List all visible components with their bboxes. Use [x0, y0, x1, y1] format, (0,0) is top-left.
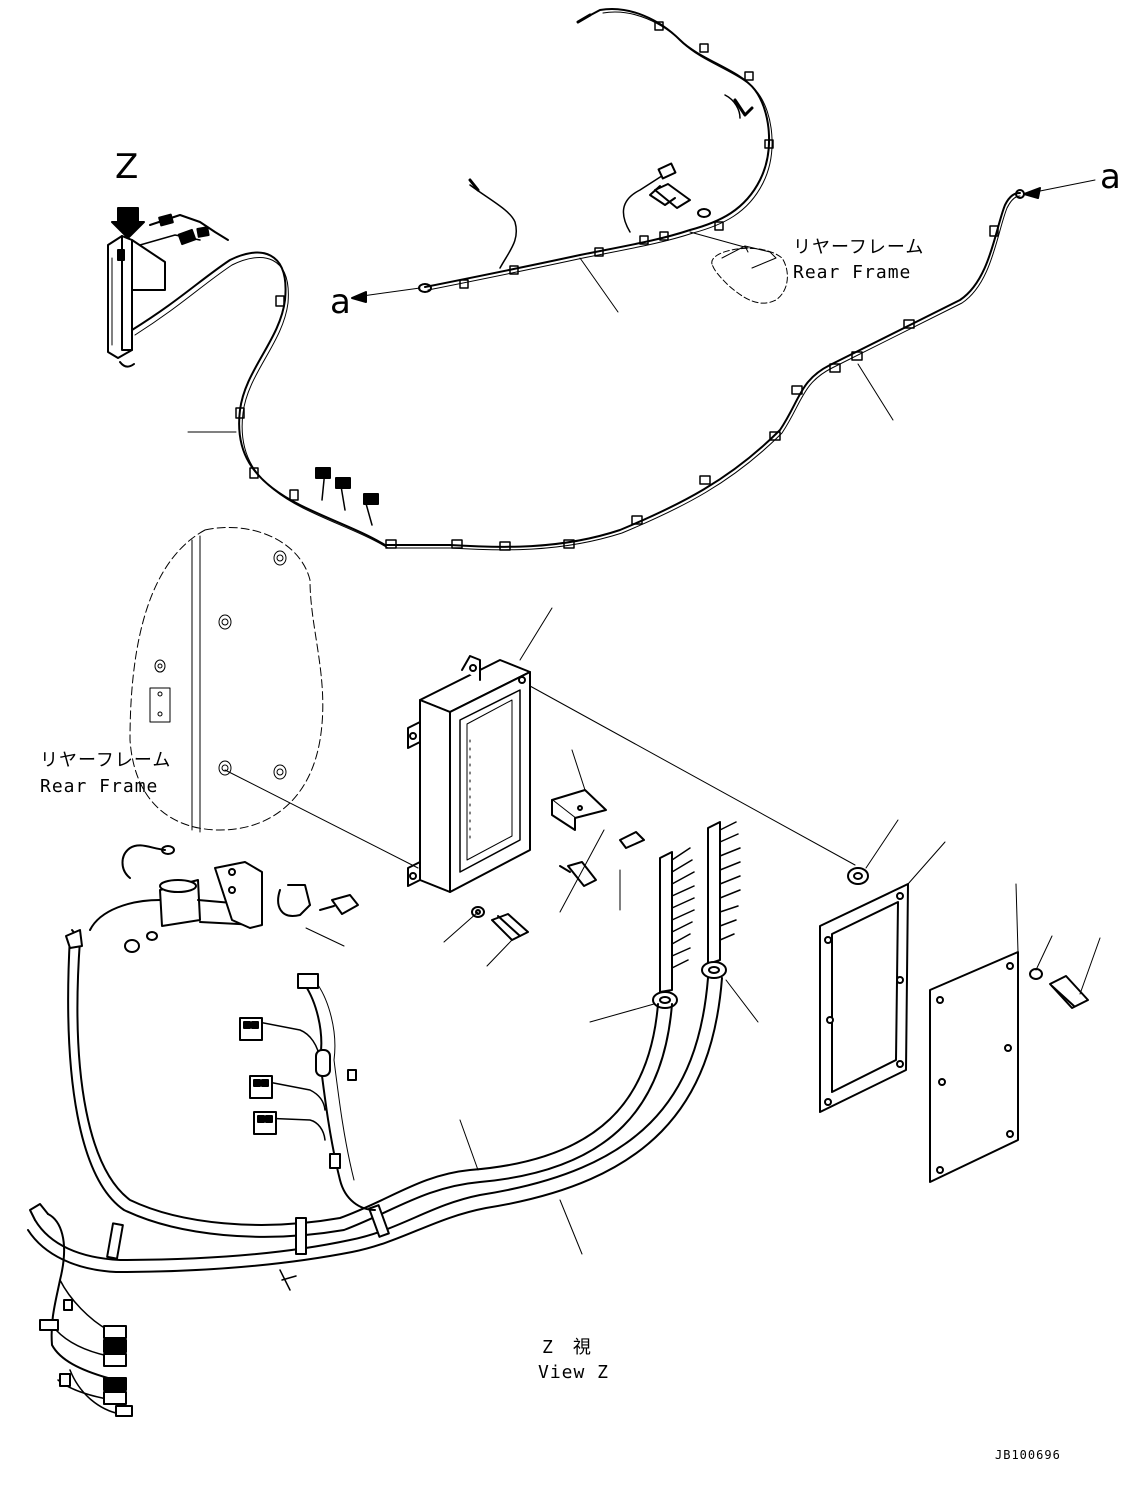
arrow-a-right-label: a [1100, 157, 1121, 197]
arrow-a-left-label: a [330, 282, 351, 322]
controller-bracket [407, 655, 531, 893]
cover-plate [929, 951, 1019, 1183]
view-z-jp: Z 視 [542, 1337, 592, 1358]
rear-frame-left-jp: リヤーフレーム [40, 750, 172, 771]
gasket-plate [819, 883, 909, 1113]
wire-comb-right [707, 821, 741, 965]
rear-frame-top-en: Rear Frame [793, 262, 912, 283]
bolt-upper [649, 183, 711, 218]
view-z-letter: Z [115, 147, 139, 187]
leader-lines-lower [305, 927, 759, 1255]
drawing-id: JB100696 [995, 1448, 1061, 1462]
leader-lines-right [865, 819, 1101, 995]
rear-frame-left-en: Rear Frame [40, 776, 159, 797]
harness-clamps [235, 225, 999, 551]
controller-unit [107, 235, 166, 368]
harness-branch-upper [424, 8, 771, 288]
view-z-arrow [111, 207, 145, 239]
harness-loop-left [131, 192, 1021, 548]
grommet-right [701, 961, 727, 979]
rear-frame-top-jp: リヤーフレーム [793, 237, 925, 258]
rear-frame-plate-left [129, 526, 324, 833]
rear-frame-detail-top [711, 245, 788, 304]
washer-right [847, 867, 1089, 1009]
leader-lines-top [187, 231, 894, 433]
upper-clamps [459, 21, 774, 289]
leader-lines-center [224, 607, 856, 967]
grommet-left [652, 991, 678, 1009]
view-z-en: View Z [538, 1362, 610, 1383]
upper-harness-assembly [107, 8, 1096, 551]
arrow-a-right [1029, 179, 1096, 194]
lower-harness-assembly [27, 821, 741, 1417]
wire-comb-left [659, 847, 695, 993]
fasteners-center [471, 789, 645, 941]
